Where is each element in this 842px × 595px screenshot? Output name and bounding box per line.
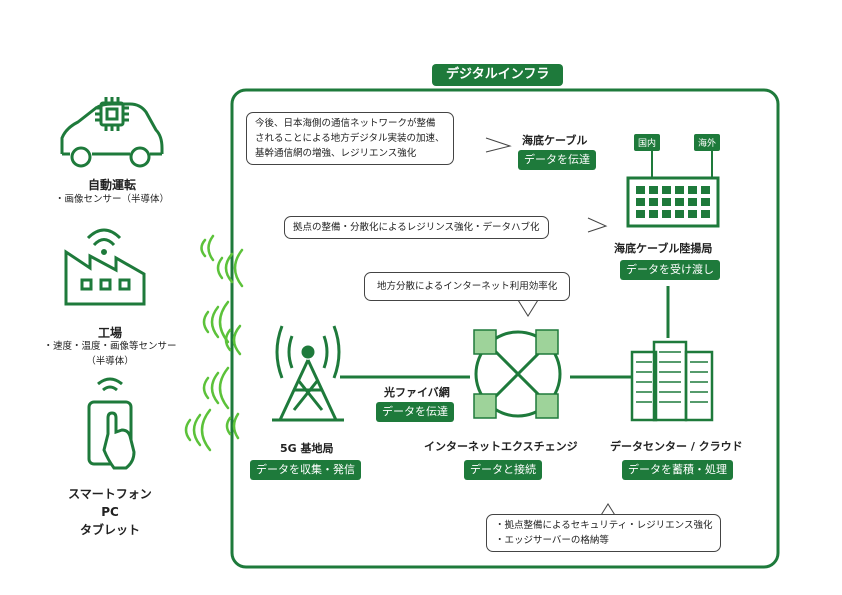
callout-dc-line-1: ・拠点整備によるセキュリティ・レジリエンス強化: [495, 520, 713, 531]
ix-label: インターネットエクスチェンジ: [424, 440, 578, 453]
phone-icon: [87, 377, 136, 470]
landing-station-label: 海底ケーブル陸揚局: [614, 242, 713, 255]
dc-label: データセンター / クラウド: [610, 440, 743, 453]
landing-station-icon: [626, 150, 720, 228]
fiber-tag: データを伝達: [376, 402, 454, 422]
tower-tag: データを収集・発信: [250, 460, 361, 480]
dc-tag: データを蓄積・処理: [622, 460, 733, 480]
factory-icon: [64, 228, 146, 306]
car-sub: ・画像センサー（半導体）: [54, 194, 169, 205]
ix-tag: データと接続: [464, 460, 542, 480]
phone-title-1: スマートフォン: [68, 487, 152, 501]
overseas-label: 海外: [694, 134, 721, 151]
fiber-lines: [340, 286, 670, 379]
callout-sea-cable-line-2: されることによる地方デジタル実装の加速、: [255, 133, 445, 144]
sea-cable-tag: データを伝達: [518, 150, 596, 170]
phone-title-3: タブレット: [79, 523, 140, 537]
callout-hub: 拠点の整備・分散化によるレジリンス強化・データハブ化: [284, 216, 549, 239]
phone-title-2: PC: [101, 505, 119, 519]
infrastructure-panel: [230, 88, 780, 569]
callout-ix: 地方分散によるインターネット利用効率化: [364, 272, 571, 301]
callout-sea-cable-line-3: 基幹通信網の増強、レジリエンス強化: [255, 148, 417, 159]
datacenter-icon: [630, 340, 714, 422]
car-title: 自動運転: [87, 178, 136, 192]
tower-label: 5G 基地局: [280, 442, 334, 455]
callout-sea-cable: 今後、日本海側の通信ネットワークが整備 されることによる地方デジタル実装の加速、…: [246, 112, 454, 165]
callout-dc-line-2: ・エッジサーバーの格納等: [495, 535, 609, 546]
tower-icon: [272, 325, 344, 422]
domestic-label: 国内: [634, 134, 661, 151]
landing-station-tag: データを受け渡し: [620, 260, 720, 280]
factory-sub-2: （半導体）: [86, 356, 134, 367]
sea-cable-label: 海底ケーブル: [522, 134, 588, 147]
callout-sea-cable-line-1: 今後、日本海側の通信ネットワークが整備: [255, 118, 436, 129]
exchange-icon: [473, 329, 562, 419]
fiber-label: 光ファイバ網: [384, 386, 450, 399]
factory-title: 工場: [97, 326, 122, 340]
callout-dc: ・拠点整備によるセキュリティ・レジリエンス強化 ・エッジサーバーの格納等: [486, 514, 722, 552]
factory-sub-1: ・速度・温度・画像等センサー: [43, 341, 177, 352]
wireless-waves: [184, 234, 244, 452]
panel-title: デジタルインフラ: [432, 64, 564, 86]
car-icon: [60, 97, 164, 168]
